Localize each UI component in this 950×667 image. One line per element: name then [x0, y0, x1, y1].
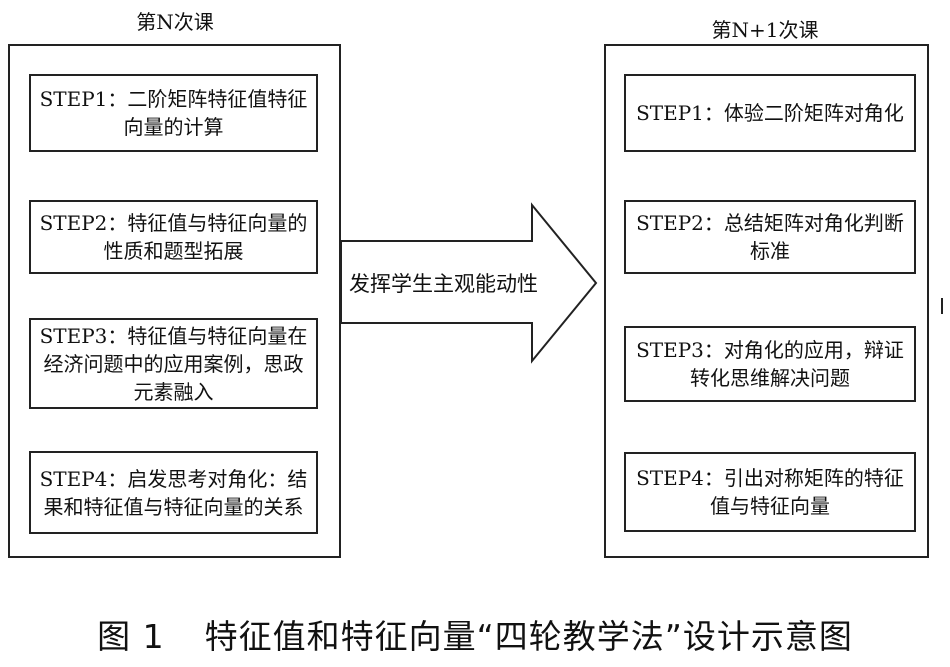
left-step-4-text: STEP4：启发思考对角化：结果和特征值与特征向量的关系	[39, 466, 308, 519]
right-step-3-text: STEP3：对角化的应用，辩证转化思维解决问题	[636, 338, 904, 390]
left-step-2: STEP2：特征值与特征向量的性质和题型拓展	[29, 200, 318, 274]
right-step-3: STEP3：对角化的应用，辩证转化思维解决问题	[624, 326, 916, 402]
left-step-1-text: STEP1：二阶矩阵特征值特征向量的计算	[39, 87, 308, 139]
right-step-1-text: STEP1：体验二阶矩阵对角化	[636, 101, 904, 125]
right-panel-title: 第N+1次课	[711, 18, 819, 42]
big-right-arrow	[340, 202, 598, 364]
left-step-3: STEP3：特征值与特征向量在经济问题中的应用案例，思政元素融入	[29, 318, 318, 409]
left-step-4: STEP4：启发思考对角化：结果和特征值与特征向量的关系	[29, 451, 318, 534]
right-step-2: STEP2：总结矩阵对角化判断标准	[624, 200, 916, 274]
right-step-1: STEP1：体验二阶矩阵对角化	[624, 74, 916, 152]
left-step-2-text: STEP2：特征值与特征向量的性质和题型拓展	[39, 211, 308, 263]
left-panel-title: 第N次课	[136, 10, 214, 34]
left-step-3-text: STEP3：特征值与特征向量在经济问题中的应用案例，思政元素融入	[39, 323, 308, 404]
middle-arrow-label: 发挥学生主观能动性	[349, 272, 538, 296]
right-step-2-text: STEP2：总结矩阵对角化判断标准	[636, 211, 904, 263]
right-step-4: STEP4：引出对称矩阵的特征值与特征向量	[624, 452, 916, 532]
figure-title: 特征值和特征向量“四轮教学法”设计示意图	[204, 617, 853, 656]
figure-caption: 图 1 特征值和特征向量“四轮教学法”设计示意图	[0, 610, 950, 658]
left-step-1: STEP1：二阶矩阵特征值特征向量的计算	[29, 74, 318, 152]
figure-number: 图 1	[97, 617, 165, 656]
right-step-4-text: STEP4：引出对称矩阵的特征值与特征向量	[636, 466, 904, 518]
